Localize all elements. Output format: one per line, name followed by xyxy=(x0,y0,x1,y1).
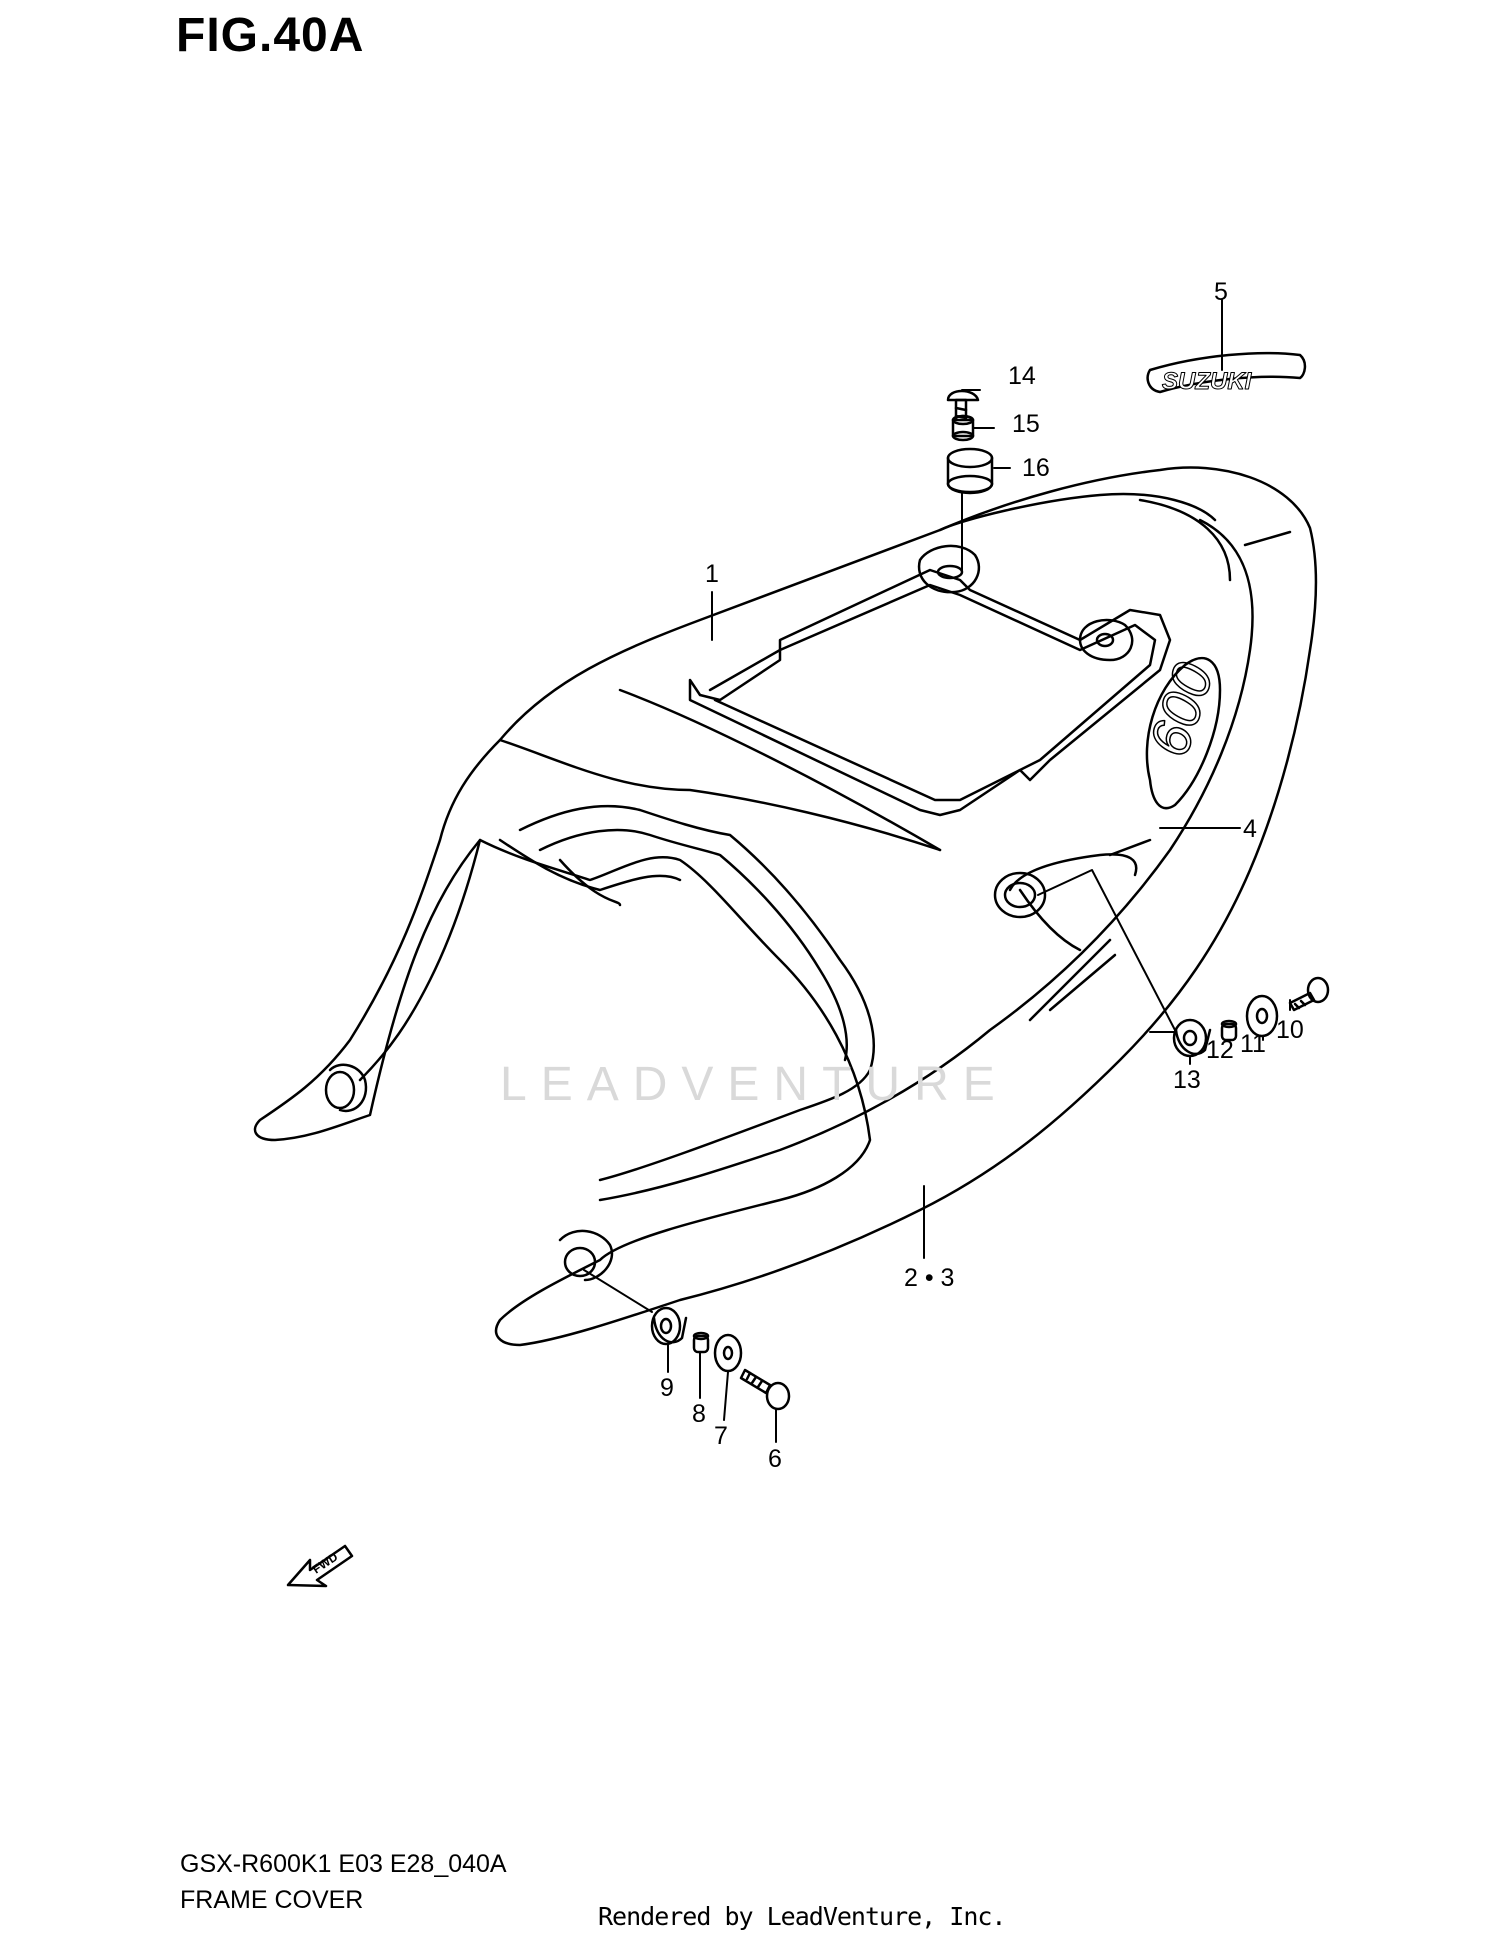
model-code: GSX-R600K1 E03 E28_040A xyxy=(180,1850,507,1878)
section-name: FRAME COVER xyxy=(180,1886,364,1914)
callout-8[interactable]: 8 xyxy=(692,1400,706,1428)
suzuki-decal: SUZUKI xyxy=(1146,351,1307,396)
callout-1[interactable]: 1 xyxy=(705,560,719,588)
callout-11[interactable]: 11 xyxy=(1240,1030,1266,1058)
spacer-8 xyxy=(692,1331,710,1354)
callout-4[interactable]: 4 xyxy=(1243,815,1257,843)
callout-5[interactable]: 5 xyxy=(1214,278,1228,306)
callout-13[interactable]: 13 xyxy=(1173,1066,1201,1094)
callout-6[interactable]: 6 xyxy=(768,1445,782,1473)
grommet-16 xyxy=(946,447,994,495)
callout-7[interactable]: 7 xyxy=(714,1422,728,1450)
tail-badge-text: 600 xyxy=(1136,655,1225,763)
callout-16[interactable]: 16 xyxy=(1022,454,1050,482)
callout-9[interactable]: 9 xyxy=(660,1374,674,1402)
seat-tail-cover xyxy=(253,466,1318,1347)
suzuki-decal-text: SUZUKI xyxy=(1162,368,1253,395)
callout-2-3[interactable]: 2 • 3 xyxy=(904,1264,954,1292)
callout-12[interactable]: 12 xyxy=(1206,1036,1234,1064)
grommet-9 xyxy=(650,1306,688,1346)
leader-lines xyxy=(583,299,1291,1443)
forward-arrow-icon: FWD xyxy=(286,1544,354,1588)
watermark-text: LEADVENTURE xyxy=(500,1058,1009,1111)
spacer-15 xyxy=(951,414,975,442)
callout-14[interactable]: 14 xyxy=(1008,362,1036,390)
rendered-by-credit: Rendered by LeadVenture, Inc. xyxy=(598,1902,1006,1931)
screw-10 xyxy=(1288,976,1330,1012)
callout-labels: 1 2 • 3 4 5 6 7 8 9 10 11 12 13 14 15 16 xyxy=(660,278,1304,1473)
screw-6 xyxy=(739,1368,791,1411)
callout-10[interactable]: 10 xyxy=(1276,1016,1304,1044)
washer-7 xyxy=(713,1333,743,1373)
callout-15[interactable]: 15 xyxy=(1012,410,1040,438)
figure-title: FIG.40A xyxy=(176,9,365,62)
grommet-13 xyxy=(1172,1018,1212,1058)
